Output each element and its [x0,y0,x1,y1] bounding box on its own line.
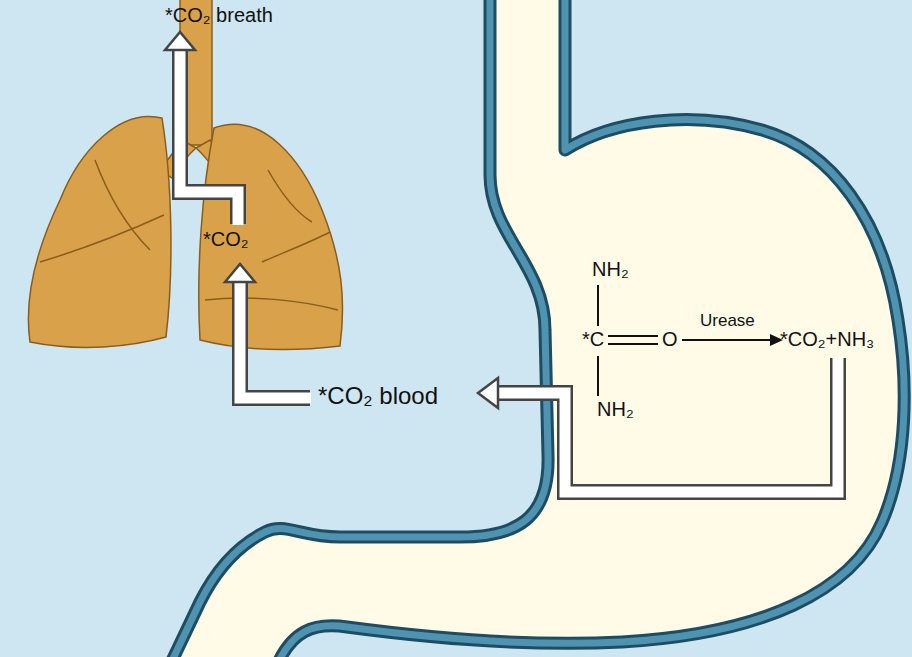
label: O [662,328,678,351]
label: Urease [700,311,755,331]
lung-fissure [262,232,330,262]
label: *CO₂ blood [318,382,438,410]
label: NH₂ [597,398,634,421]
left-lung [28,117,170,348]
bond [597,285,599,326]
reaction-arrow [682,339,772,341]
right-lung [199,124,343,349]
bond [597,356,599,396]
urea-bonds [598,285,783,396]
arrow-outline [498,358,838,492]
arrow-head [225,264,255,282]
arrow-head [478,378,498,408]
absorption-arrow [496,357,838,492]
label: NH₂ [592,258,629,281]
blood-arrow [240,278,311,398]
label: *C [582,328,604,351]
breath-arrow [180,44,238,225]
lung-fissure [40,215,164,262]
stomach-outline [170,0,904,657]
label: *CO₂ [203,228,249,251]
arrow-outline [240,280,310,398]
stomach-wall [170,0,904,657]
lung-fissure [95,160,150,250]
arrow-head [165,32,195,50]
bond [608,343,658,345]
label: *CO₂ breath [165,4,273,27]
lung-fissure [268,170,312,222]
lungs [28,0,342,349]
flow-arrows [165,32,838,492]
label: *CO₂+NH₃ [780,328,874,351]
bond [608,335,658,337]
lung-fissure [205,298,338,310]
